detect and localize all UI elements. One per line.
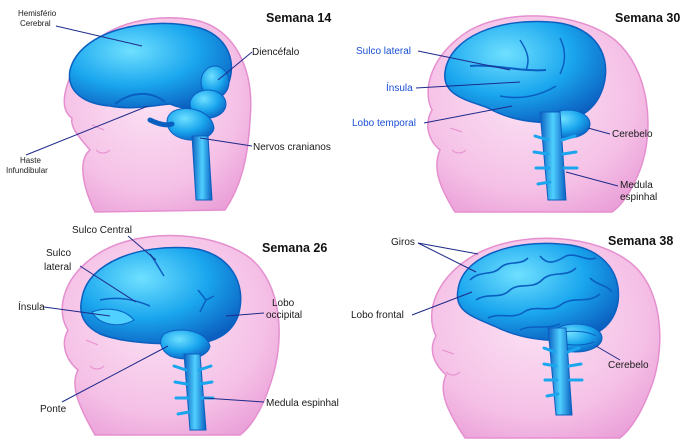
leader-lobo-frontal xyxy=(411,291,473,316)
leader-giros-1 xyxy=(417,242,479,255)
leader-cerebelo xyxy=(587,127,611,135)
label-cerebelo: Cerebelo xyxy=(608,360,649,371)
leader-sulco-central xyxy=(127,235,157,261)
leader-lobo-occipital xyxy=(225,312,265,317)
label-lobo-line2: occipital xyxy=(266,310,302,321)
label-sulco-line1: Sulco xyxy=(46,248,71,259)
label-insula: Ínsula xyxy=(386,81,413,94)
face-detail xyxy=(441,349,461,376)
leader-haste xyxy=(25,105,149,156)
leader-hemisferio xyxy=(55,25,143,47)
week-title: Semana 14 xyxy=(266,11,331,25)
label-haste-line2: Infundibular xyxy=(6,166,48,175)
spinal-nerves xyxy=(532,134,579,186)
label-nervos: Nervos cranianos xyxy=(253,142,331,153)
cerebrum xyxy=(444,20,607,124)
label-haste-line1: Haste xyxy=(20,156,41,165)
lateral-sulcus xyxy=(469,64,547,72)
leader-insula xyxy=(415,81,521,89)
label-ponte: Ponte xyxy=(40,404,67,415)
label-giros: Giros xyxy=(391,237,415,248)
leader-cerebelo xyxy=(595,345,621,361)
panel-week-38: Semana 38 Giros Lobo frontal Cerebelo xyxy=(351,234,673,439)
hemisphere-fold xyxy=(114,93,166,105)
leader-insula xyxy=(43,306,111,317)
week-title: Semana 26 xyxy=(262,241,327,255)
leader-sulco-lateral xyxy=(417,50,511,71)
label-lobo-frontal: Lobo frontal xyxy=(351,310,404,321)
leader-sulco-lateral xyxy=(79,265,137,303)
spinal-cord xyxy=(191,135,213,201)
gyri-folds xyxy=(469,254,613,331)
label-diencefalo: Diencéfalo xyxy=(252,47,300,58)
occipital-mark xyxy=(197,289,215,313)
label-medula-line2: espinhal xyxy=(620,192,657,203)
brainstem xyxy=(539,111,567,201)
infundibular-stalk xyxy=(147,117,175,128)
insula-region xyxy=(91,308,135,326)
panel-week-26: Semana 26 Sulco Central Sulco lateral Ín… xyxy=(18,225,339,436)
label-sulco-line2: lateral xyxy=(44,262,71,273)
label-cerebelo: Cerebelo xyxy=(612,129,653,140)
label-hemisferio-line2: Cerebral xyxy=(20,19,51,28)
panel-week-14: Semana 14 Hemisfério Cerebral Diencéfalo… xyxy=(6,9,331,213)
face-detail xyxy=(85,339,105,370)
leader-nervos xyxy=(199,137,253,147)
spinal-nerves xyxy=(542,346,584,398)
label-sulco-lateral: Sulco lateral xyxy=(356,46,411,57)
label-sulco-central: Sulco Central xyxy=(72,225,132,236)
leader-diencefalo xyxy=(217,51,253,81)
label-medula: Medula espinhal xyxy=(266,398,339,409)
spinal-nerves xyxy=(172,364,215,416)
week-title: Semana 30 xyxy=(615,11,680,25)
leader-medula xyxy=(203,397,265,403)
label-insula: Ínsula xyxy=(18,300,45,313)
leader-giros-2 xyxy=(417,242,477,273)
brain-fold xyxy=(499,37,566,99)
label-hemisferio-line1: Hemisfério xyxy=(18,9,57,18)
label-lobo-line1: Lobo xyxy=(272,298,295,309)
panel-week-30: Semana 30 Sulco lateral Ínsula Lobo temp… xyxy=(352,11,680,213)
leader-ponte xyxy=(61,345,169,403)
face-detail xyxy=(91,124,111,154)
leader-lobo-temporal xyxy=(423,105,513,124)
week-title: Semana 38 xyxy=(608,234,673,248)
label-lobo-temporal: Lobo temporal xyxy=(352,118,416,129)
label-medula-line1: Medula xyxy=(620,180,653,191)
lateral-sulcus xyxy=(99,297,151,307)
face-detail xyxy=(449,127,467,154)
leader-medula xyxy=(565,171,619,187)
